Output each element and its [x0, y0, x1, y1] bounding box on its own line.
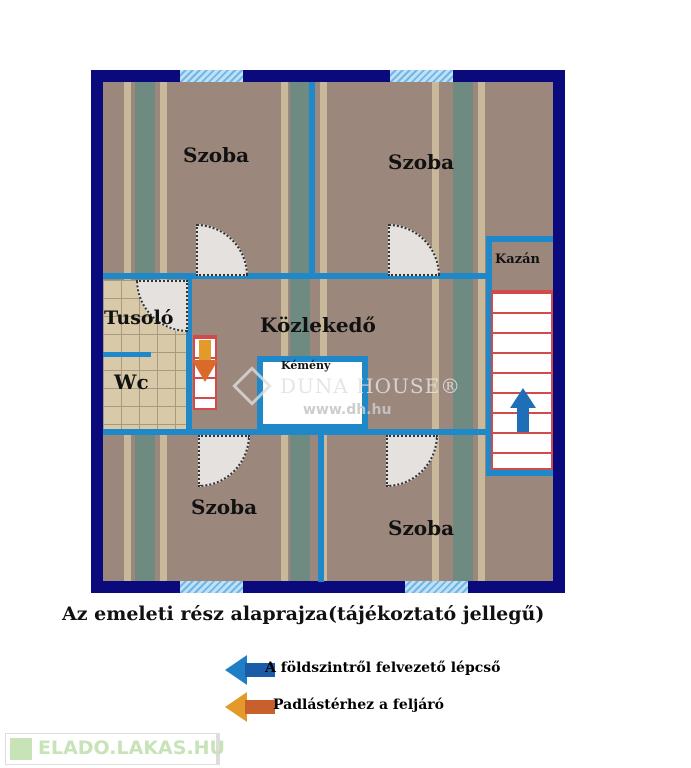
orange-arrow-icon [225, 692, 247, 722]
window [405, 581, 468, 593]
room-label: Tusoló [104, 307, 174, 329]
up-arrow-icon [510, 388, 536, 408]
legend-label: A földszintről felvezető lépcső [265, 660, 501, 676]
window [180, 581, 243, 593]
down-arrow-icon [192, 360, 218, 382]
window [180, 70, 243, 82]
plan-caption: Az emeleti rész alaprajza(tájékoztató je… [62, 603, 545, 625]
room-label: Szoba [183, 143, 250, 167]
watermark-url: www.dh.hu [303, 402, 392, 418]
room-label: Szoba [191, 495, 258, 519]
chimney [257, 356, 368, 430]
room-label: Kazán [495, 252, 540, 267]
staircase [491, 290, 553, 470]
blue-arrow-icon [225, 655, 247, 685]
room-label: Kémény [281, 359, 331, 372]
legend-item: Padlástérhez a feljáró [225, 692, 545, 722]
room-label: Közlekedő [260, 313, 376, 337]
house-icon [10, 738, 32, 760]
room-label: Szoba [388, 150, 455, 174]
footer-logo-text: ELADO.LAKAS.HU [38, 737, 225, 759]
room-label: Wc [114, 370, 149, 394]
watermark-brand: DUNA HOUSE® [280, 374, 462, 398]
legend-item: A földszintről felvezető lépcső [225, 655, 545, 685]
footer-logo: ELADO.LAKAS.HU [5, 733, 225, 765]
room-label: Szoba [388, 516, 455, 540]
window [390, 70, 453, 82]
legend-label: Padlástérhez a feljáró [273, 697, 444, 713]
